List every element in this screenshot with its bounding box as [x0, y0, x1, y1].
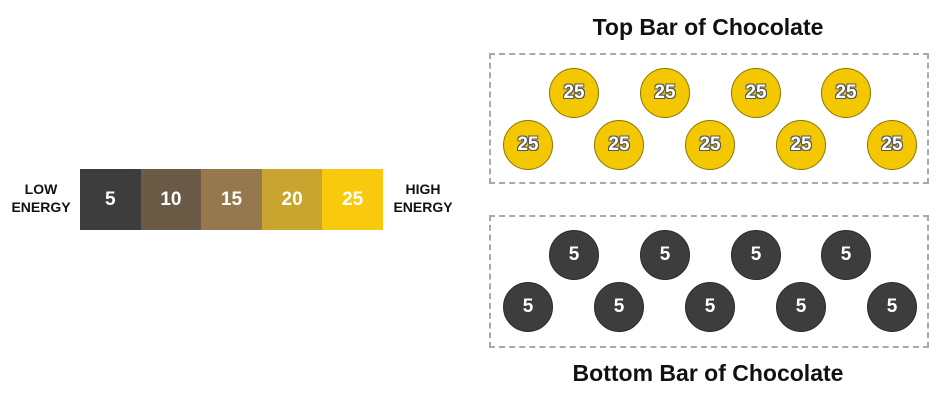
chocolate-piece: 5: [776, 282, 826, 332]
chocolate-piece: 25: [640, 68, 690, 118]
chocolate-piece: 5: [731, 230, 781, 280]
high-energy-label-line2: ENERGY: [393, 199, 453, 215]
high-energy-label: HIGH ENERGY: [386, 180, 460, 216]
energy-scale-segment: 15: [201, 169, 262, 230]
low-energy-label: LOW ENERGY: [4, 180, 78, 216]
low-energy-label-line2: ENERGY: [11, 199, 71, 215]
energy-scale: 5 10 15 20 25: [80, 169, 383, 230]
bottom-bar-title: Bottom Bar of Chocolate: [572, 360, 844, 386]
energy-scale-segment: 25: [322, 169, 383, 230]
energy-scale-segment: 20: [261, 169, 323, 230]
chocolate-piece: 5: [549, 230, 599, 280]
chocolate-piece: 5: [685, 282, 735, 332]
chocolate-piece: 5: [594, 282, 644, 332]
chocolate-piece: 25: [685, 120, 735, 170]
chocolate-piece: 5: [867, 282, 917, 332]
chocolate-piece: 25: [867, 120, 917, 170]
chocolate-piece: 5: [640, 230, 690, 280]
low-energy-label-line1: LOW: [24, 181, 58, 197]
chocolate-piece: 25: [776, 120, 826, 170]
chocolate-piece: 25: [731, 68, 781, 118]
top-bar-title: Top Bar of Chocolate: [592, 14, 824, 40]
energy-scale-segment: 5: [80, 169, 141, 230]
high-energy-label-line1: HIGH: [405, 181, 441, 197]
chocolate-piece: 5: [503, 282, 553, 332]
chocolate-piece: 25: [503, 120, 553, 170]
chocolate-piece: 25: [594, 120, 644, 170]
chocolate-piece: 25: [549, 68, 599, 118]
energy-scale-segment: 10: [140, 169, 202, 230]
chocolate-piece: 25: [821, 68, 871, 118]
chocolate-piece: 5: [821, 230, 871, 280]
